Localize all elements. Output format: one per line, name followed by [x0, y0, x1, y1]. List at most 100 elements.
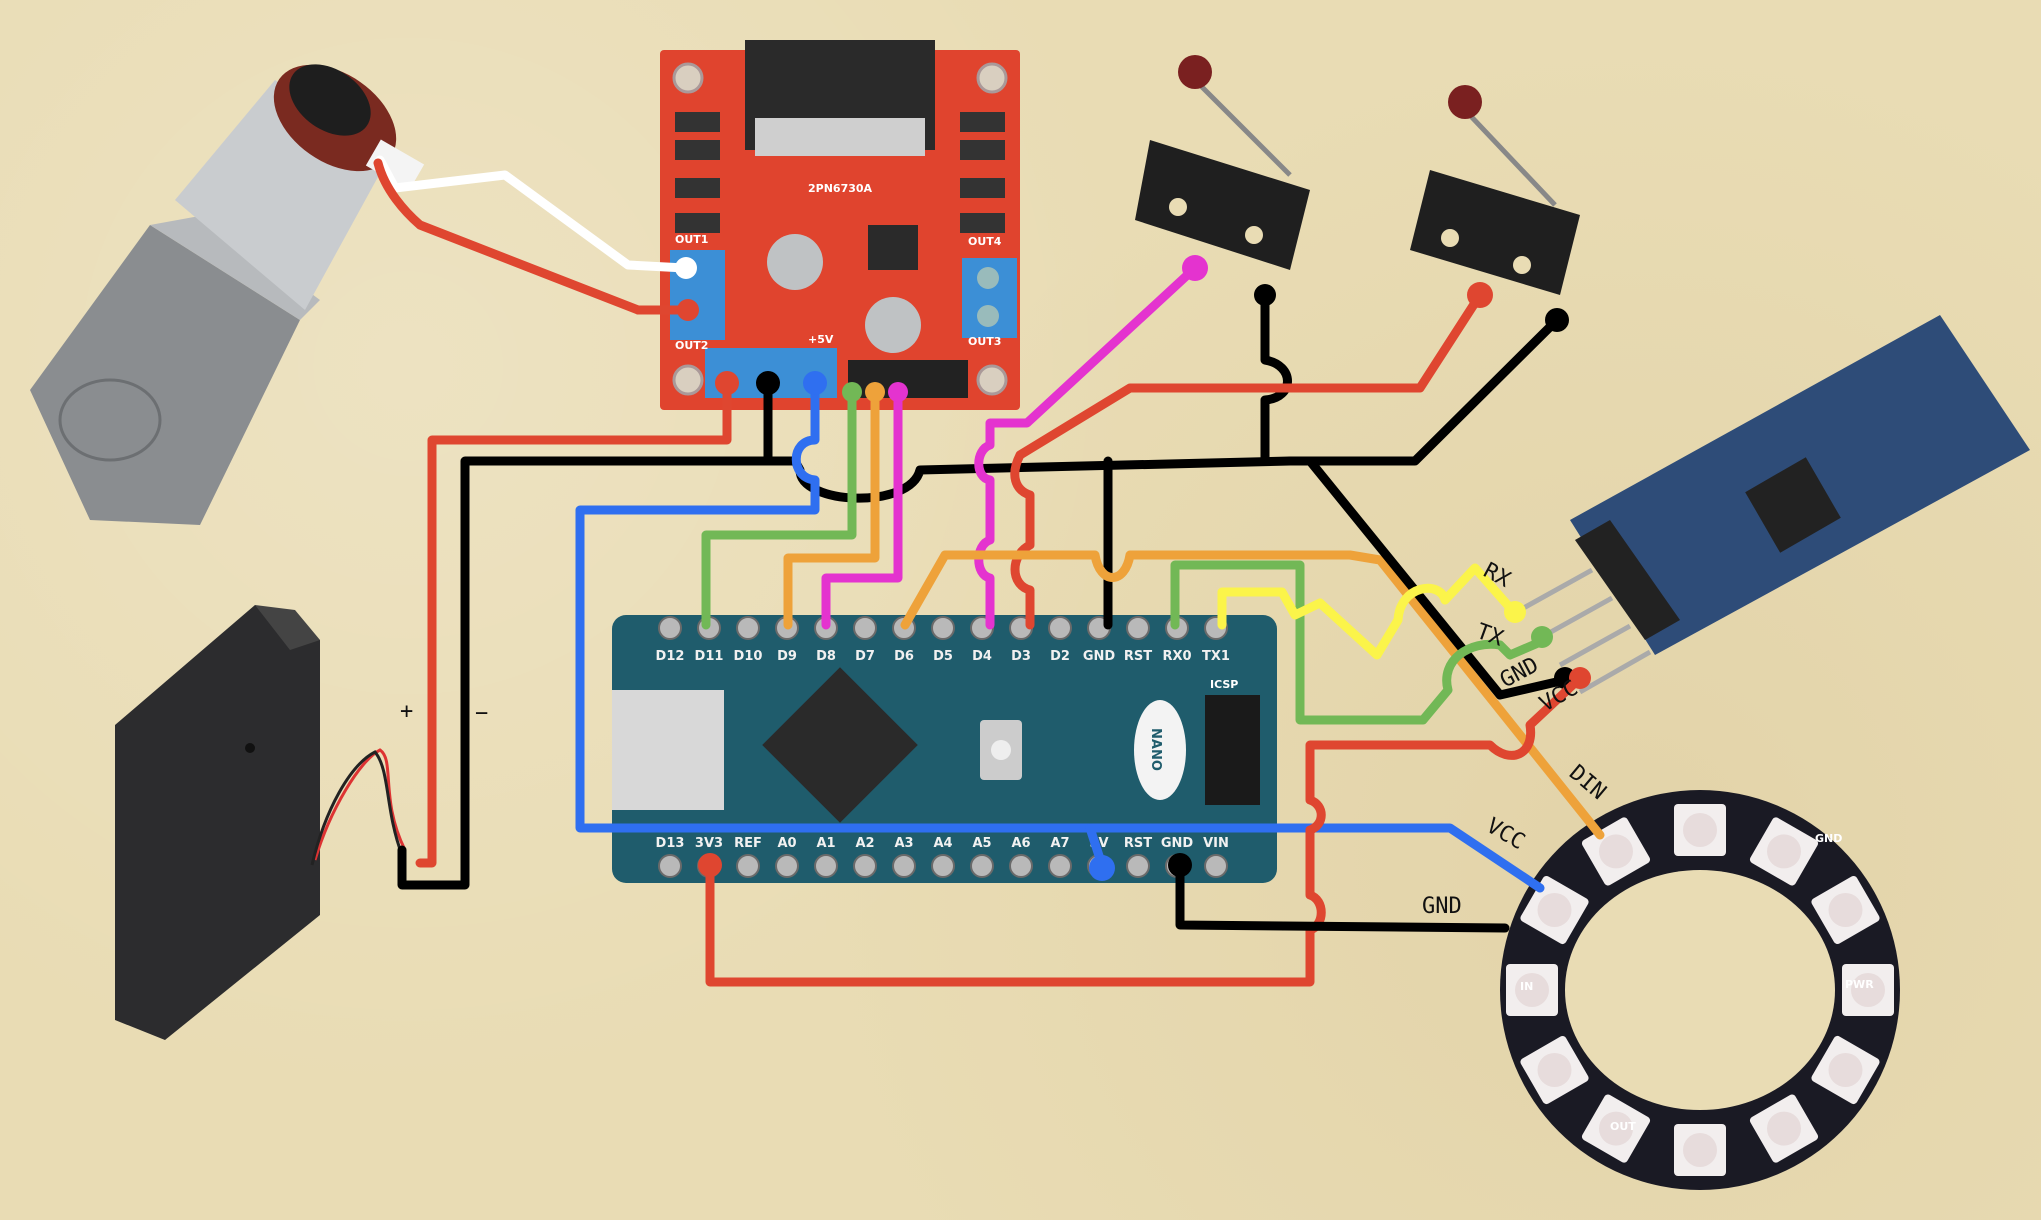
- nano-pin-label: GND: [1083, 649, 1116, 664]
- label-out1: OUT1: [675, 233, 708, 246]
- nano-pin-label: A1: [816, 836, 835, 851]
- nano-pin-label: D4: [972, 649, 992, 664]
- nano-pin-pad: [1048, 854, 1072, 878]
- nano-pin-pad: [736, 854, 760, 878]
- wire-end: [1467, 282, 1493, 308]
- wire-end: [715, 371, 739, 395]
- wire-end: [675, 257, 697, 279]
- gearbox-top: [150, 215, 320, 320]
- diodes-left: [675, 112, 720, 233]
- nano-pin-pad: [1204, 854, 1228, 878]
- nano-pin-pad: [1048, 616, 1072, 640]
- ring-led-lens: [1828, 1053, 1863, 1087]
- battery-screw: [245, 743, 255, 753]
- wire-end: [1545, 308, 1569, 332]
- battery-body: [115, 605, 320, 1040]
- nano-pin-label: A4: [933, 836, 952, 851]
- label-battery-minus: −: [475, 701, 488, 726]
- switch-lever: [1193, 78, 1292, 177]
- nano-pin-pad: [814, 854, 838, 878]
- nano-pin-label: VIN: [1203, 836, 1229, 851]
- nano-pin-pad: [853, 854, 877, 878]
- switch-roller: [1448, 85, 1482, 119]
- wire-end: [1254, 284, 1276, 306]
- switch-lever: [1463, 108, 1557, 207]
- label-bt-rx: RX: [1479, 558, 1515, 593]
- label-out3: OUT3: [968, 335, 1001, 348]
- nano-pin-pad: [892, 854, 916, 878]
- ring-pad-in: IN: [1520, 980, 1533, 993]
- wire-end: [1569, 667, 1591, 689]
- encoder-cap: [289, 64, 371, 136]
- switch-hole: [1441, 229, 1459, 247]
- wire-end: [1504, 601, 1526, 623]
- wire-bt-gnd: [1305, 456, 1570, 700]
- wire-motor-out1: [375, 155, 690, 273]
- ring-pad-pwr: PWR: [1845, 978, 1874, 991]
- nano-pin-pad: [775, 854, 799, 878]
- neopixel-ring: GND PWR IN OUT: [1500, 790, 1900, 1190]
- limit-switch-right: [1410, 85, 1580, 295]
- wire-d11: [701, 387, 857, 630]
- nano-pin-label: REF: [734, 836, 762, 851]
- terminal-screw: [977, 305, 999, 327]
- icsp-header: [1205, 695, 1260, 805]
- capacitor: [865, 297, 921, 353]
- icsp-label: ICSP: [1210, 678, 1238, 691]
- capacitor: [767, 234, 823, 290]
- limit-switch-left: [1135, 55, 1310, 270]
- label-ring-gnd: GND: [1422, 894, 1462, 919]
- nano-pin-label: D2: [1050, 649, 1070, 664]
- nano-pin-pad: [853, 616, 877, 640]
- ring-led-lens: [1767, 1111, 1801, 1146]
- nano-pin-label: A7: [1050, 836, 1069, 851]
- ring-hole: [1565, 870, 1835, 1110]
- bt-pin: [1518, 567, 1594, 613]
- l298-chip: [755, 118, 925, 156]
- battery-red-lead: [313, 748, 407, 861]
- usb-connector: [612, 690, 724, 810]
- battery-black-lead: [310, 750, 404, 866]
- l298n-driver: 2PN6730A OUT1 OUT2 OUT3 OUT4 +5V: [660, 40, 1020, 410]
- ring-pad-out: OUT: [1610, 1120, 1636, 1133]
- nano-pin-pad: [658, 854, 682, 878]
- wire-d6-din: [900, 550, 1605, 840]
- mount-hole: [976, 364, 1008, 396]
- bt-pin: [1578, 649, 1652, 695]
- wire-switch2-gnd: [1285, 315, 1562, 466]
- wire-tx1-bt-rx: [1217, 563, 1517, 660]
- label-5v: +5V: [808, 333, 834, 346]
- ring-led-lens: [1537, 893, 1572, 927]
- wire-end: [677, 299, 699, 321]
- nano-pin-label: RST: [1124, 836, 1152, 851]
- nano-logo: NANO: [1148, 728, 1163, 771]
- mount-hole: [976, 62, 1008, 94]
- wire-d8: [821, 387, 903, 630]
- encoder-connector: [365, 139, 425, 191]
- diodes-right: [960, 112, 1005, 233]
- nano-pin-label: D9: [777, 649, 797, 664]
- wire-end: [865, 382, 885, 402]
- switch-hole: [1245, 226, 1263, 244]
- battery-holder: [115, 605, 407, 1040]
- atmega-chip: [762, 667, 918, 823]
- wire-end: [756, 371, 780, 395]
- switch-body: [1135, 140, 1310, 270]
- chip-label: 2PN6730A: [808, 182, 873, 195]
- motor-gearbox: [30, 225, 300, 525]
- wire-switch1-d4: [974, 263, 1200, 630]
- nano-pin-label: D13: [656, 836, 685, 851]
- wire-end: [842, 382, 862, 402]
- wire-motor-out2: [373, 158, 693, 315]
- mount-hole: [672, 62, 704, 94]
- switch-hole: [1169, 198, 1187, 216]
- nano-pin-label: D10: [734, 649, 763, 664]
- nano-pin-label: A5: [972, 836, 991, 851]
- ring-led-lens: [1515, 973, 1549, 1007]
- gearbox-shaft-cover: [58, 378, 162, 462]
- bt-pin: [1558, 623, 1632, 668]
- wire-end: [803, 371, 827, 395]
